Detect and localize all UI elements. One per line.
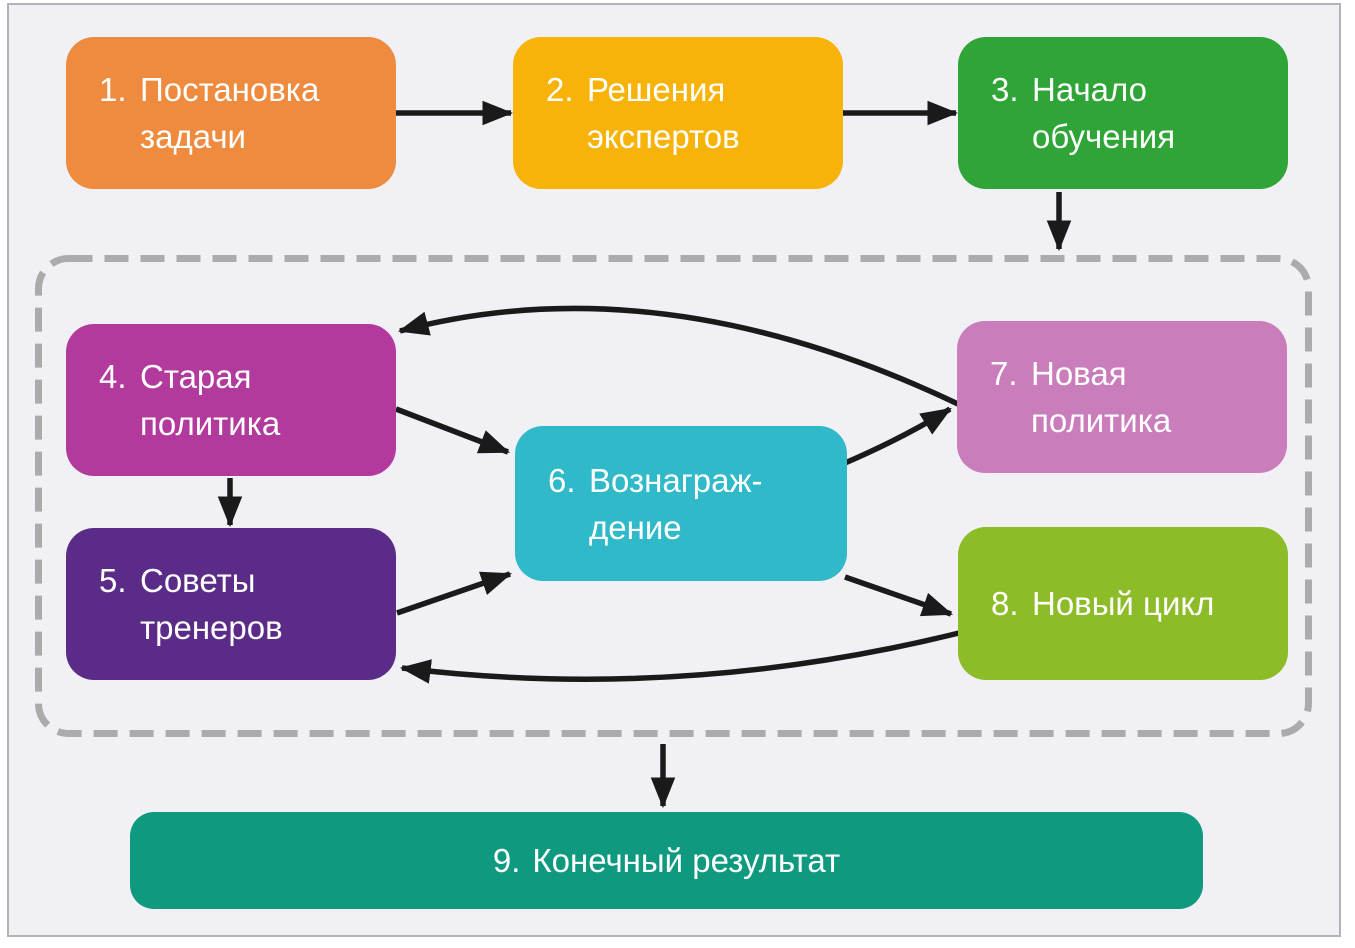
node-label: Начало обучения xyxy=(1032,71,1176,155)
node-label: Старая политика xyxy=(140,358,281,442)
node-6-reward: 6. Вознаграж- дение xyxy=(515,426,847,581)
node-number: 8. xyxy=(991,585,1019,622)
node-number: 2. xyxy=(546,71,574,108)
node-number: 4. xyxy=(99,358,127,395)
node-number: 6. xyxy=(548,461,576,499)
node-2-expert-decisions: 2. Решения экспертов xyxy=(513,37,843,189)
node-label: Конечный результат xyxy=(532,842,841,879)
node-label: Новый цикл xyxy=(1032,585,1215,622)
node-number: 9. xyxy=(492,842,521,879)
node-5-trainer-advice: 5. Советы тренеров xyxy=(66,528,396,680)
node-label: Решения экспертов xyxy=(587,71,740,155)
node-label: Новая политика xyxy=(1031,355,1172,439)
node-3-training-start: 3. Начало обучения xyxy=(958,37,1288,189)
node-number: 1. xyxy=(99,71,127,108)
node-1-task-definition: 1. Постановка задачи xyxy=(66,37,396,189)
node-label: Постановка задачи xyxy=(140,71,320,155)
node-4-old-policy: 4. Старая политика xyxy=(66,324,396,476)
node-8-new-cycle: 8. Новый цикл xyxy=(958,527,1288,680)
node-label: Вознаграж- дение xyxy=(589,461,763,546)
node-9-final-result: 9. Конечный результат xyxy=(130,812,1203,909)
node-number: 7. xyxy=(990,355,1018,392)
node-7-new-policy: 7. Новая политика xyxy=(957,321,1287,473)
node-label: Советы тренеров xyxy=(140,562,283,646)
node-number: 5. xyxy=(99,562,127,599)
node-number: 3. xyxy=(991,71,1019,108)
